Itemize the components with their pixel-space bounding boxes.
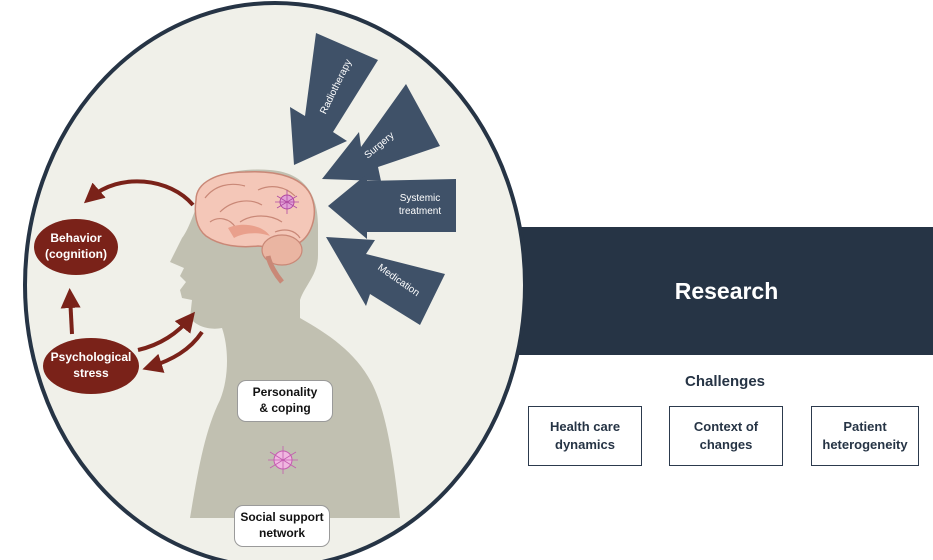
tumor-cell-brain-icon bbox=[275, 190, 299, 214]
brain-to-stress-arrow bbox=[142, 330, 204, 373]
stress-to-behavior-arrow bbox=[60, 288, 81, 335]
tumor-cell-body-icon bbox=[268, 446, 298, 474]
challenge-context-of-changes: Context of changes bbox=[669, 406, 783, 466]
behavior-oval bbox=[34, 219, 118, 275]
behavior-label: Behavior (cognition) bbox=[45, 231, 107, 261]
social-support-box: Social support network bbox=[234, 505, 330, 547]
systemic-treatment-label: Systemic treatment bbox=[398, 193, 442, 217]
medication-arrow bbox=[326, 237, 445, 325]
brain-to-behavior-arrow bbox=[83, 179, 195, 207]
research-banner bbox=[460, 227, 933, 355]
personality-box: Personality & coping bbox=[237, 380, 333, 422]
brain-illustration bbox=[194, 170, 316, 284]
surgery-arrow bbox=[322, 84, 440, 181]
challenge-patient-heterogeneity: Patient heterogeneity bbox=[811, 406, 919, 466]
challenge-health-care-dynamics: Health care dynamics bbox=[528, 406, 642, 466]
radiotherapy-arrow bbox=[290, 33, 378, 165]
head-silhouette bbox=[170, 169, 400, 519]
systemic-treatment-arrow bbox=[328, 174, 456, 239]
research-title: Research bbox=[674, 277, 779, 304]
stress-oval bbox=[43, 338, 139, 394]
stress-to-brain-arrow bbox=[137, 311, 195, 352]
challenges-title: Challenges bbox=[684, 373, 766, 390]
stress-label: Psychological stress bbox=[50, 350, 132, 380]
